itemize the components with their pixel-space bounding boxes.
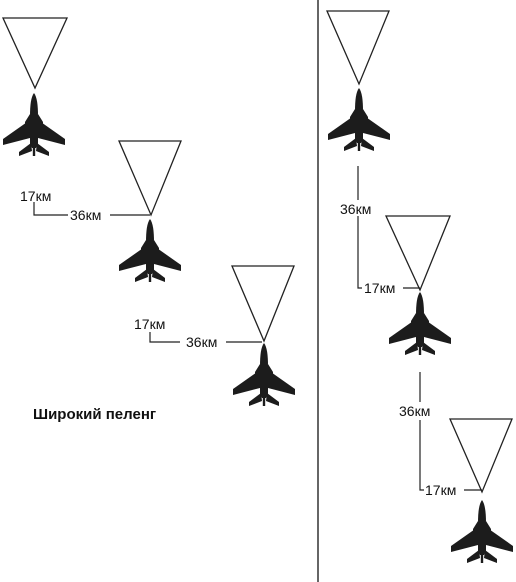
radar-cone (1, 17, 69, 90)
interval-label: 36км (399, 403, 430, 419)
radar-cone (118, 140, 182, 217)
jet-fighter-icon (3, 93, 65, 156)
jet-fighter-icon (389, 292, 451, 355)
right-formation: 36км 17км 36км 17км (326, 10, 513, 563)
interval-line (357, 216, 362, 289)
interval-label: 17км (20, 188, 51, 204)
interval-label: 17км (134, 316, 165, 332)
formation-caption: Широкий пеленг (33, 406, 156, 423)
lateral-label: 17км (425, 482, 456, 498)
interval-label: 36км (340, 201, 371, 217)
interval-line (33, 202, 68, 216)
jet-fighter-icon (328, 88, 390, 151)
radar-cone (384, 215, 451, 292)
lateral-label: 36км (186, 334, 217, 350)
interval-line (149, 332, 180, 343)
lateral-label: 17км (364, 280, 395, 296)
jet-fighter-icon (119, 219, 181, 282)
jet-fighter-icon (233, 343, 295, 406)
left-formation: 17км 36км 17км 36км Широкий пеленг (1, 17, 295, 423)
lateral-label: 36км (70, 207, 101, 223)
interval-line (419, 420, 424, 491)
jet-fighter-icon (451, 500, 513, 563)
radar-cone (231, 265, 295, 343)
radar-cone (449, 418, 513, 494)
radar-cone (326, 10, 390, 86)
